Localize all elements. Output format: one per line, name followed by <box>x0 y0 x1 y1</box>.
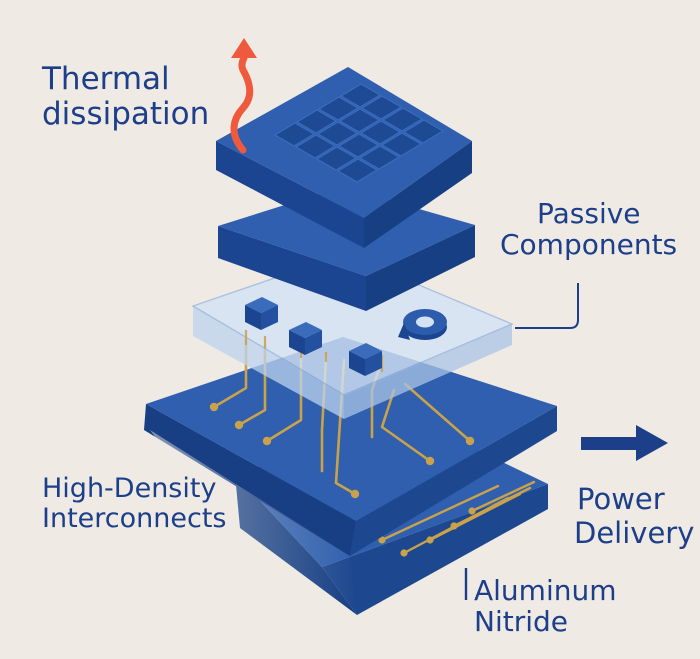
power-label-line-2: Delivery <box>574 515 695 550</box>
passive-label-line-1: Passive <box>537 197 641 230</box>
thermal-grid <box>273 83 445 183</box>
thermal-top-plate <box>216 67 472 248</box>
passive-components-label: Passive Components <box>500 198 677 261</box>
passive-cube-1 <box>245 297 278 330</box>
fade-glow <box>150 430 357 615</box>
aln-gold-traces <box>378 480 536 557</box>
heat-arrow-icon <box>230 38 257 154</box>
aluminum-nitride-label: Aluminum Nitride <box>474 575 617 638</box>
thermal-dissipation-label: Thermal dissipation <box>42 62 209 131</box>
inductor-ring <box>398 309 447 340</box>
passive-components-layer <box>191 253 514 419</box>
aln-label-line-2: Nitride <box>474 605 568 639</box>
high-density-interconnects-label: High-Density Interconnects <box>42 473 227 535</box>
passive-cube-2 <box>289 322 322 355</box>
hdi-label-line-2: Interconnects <box>42 503 227 535</box>
power-label-line-1: Power <box>577 482 665 516</box>
hdi-layer <box>144 337 557 556</box>
thermal-label-line-2: dissipation <box>42 95 210 132</box>
thermal-label-line-1: Thermal <box>42 61 170 97</box>
hdi-label-line-1: High-Density <box>42 473 217 504</box>
hdi-trace-pads <box>209 402 475 499</box>
passive-label-line-2: Components <box>500 228 678 262</box>
passive-cube-3 <box>349 343 382 376</box>
power-delivery-label: Power Delivery <box>574 482 695 551</box>
aln-label-line-1: Aluminum <box>474 574 617 607</box>
power-arrow-icon <box>581 425 668 461</box>
passive-leader-line <box>515 283 579 329</box>
